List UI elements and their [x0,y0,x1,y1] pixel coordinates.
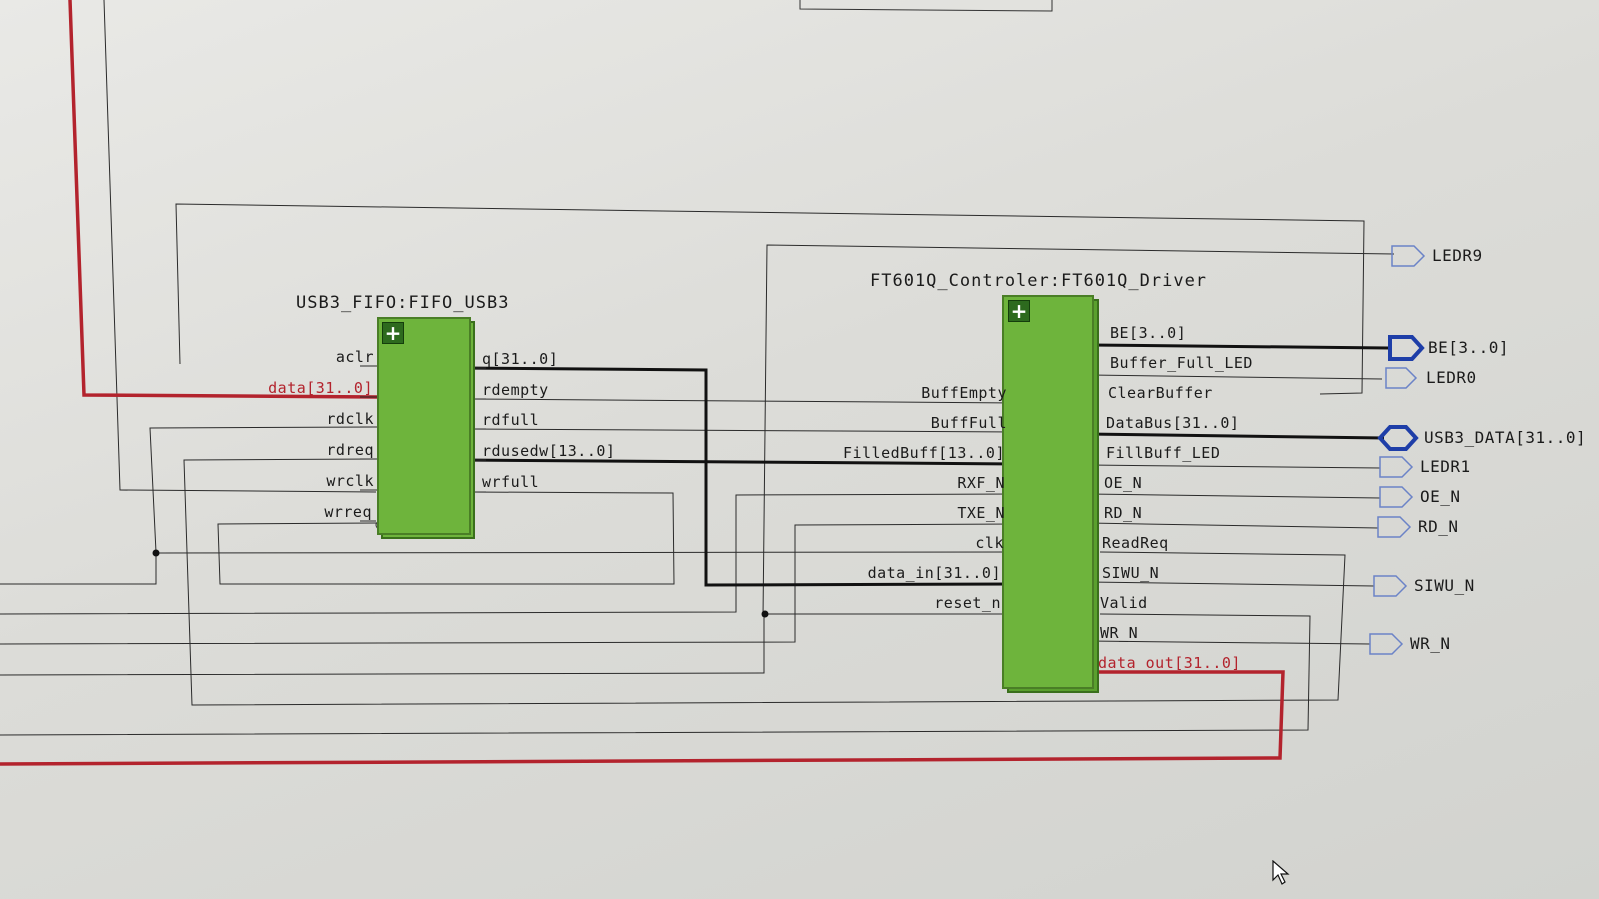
ledr9-wire[interactable] [762,244,1395,618]
fifo-port-aclr: aclr [335,348,374,366]
output-pin-ledr9[interactable] [1391,245,1426,267]
wr-n-wire[interactable] [1087,640,1371,645]
rdclk-wire[interactable] [149,426,377,553]
fifo-block-face[interactable] [377,317,471,535]
rd-n-wire[interactable] [1087,522,1379,529]
q-bus-wire[interactable] [459,366,1021,587]
driver-port-buffempty: BuffEmpty [921,384,1007,402]
fifo-port-data: data[31..0] [268,379,373,397]
driver-port-siwu-n: SIWU_N [1102,564,1160,582]
pin-label-ledr0: LEDR0 [1426,368,1477,387]
driver-port-filledbuff: FilledBuff[13..0] [842,444,1005,462]
driver-port-databus: DataBus[31..0] [1106,414,1240,432]
wrreq-wrfull-wire[interactable] [217,491,675,585]
driver-port-buffer-full-led: Buffer_Full_LED [1110,354,1253,372]
output-pin-ledr1[interactable] [1379,456,1414,478]
fifo-block-title: USB3_FIFO:FIFO_USB3 [296,293,510,313]
fifo-port-wrreq: wrreq [324,503,372,521]
rxf-n-wire[interactable] [0,493,1023,615]
fifo-port-rdreq: rdreq [326,441,374,459]
output-pin-wr-n[interactable] [1369,633,1404,655]
pin-label-oe-n: OE_N [1420,487,1461,506]
fifo-port-wrfull: wrfull [482,473,540,491]
driver-block-face[interactable] [1002,295,1094,689]
rdfull-wire[interactable] [469,428,1023,433]
readreq-rdreq-wire[interactable] [183,458,1346,706]
driver-port-clearbuffer: ClearBuffer [1108,384,1213,402]
pin-label-usb3-data: USB3_DATA[31..0] [1424,428,1587,447]
driver-port-rxf-n: RXF_N [957,474,1005,492]
output-pin-be[interactable] [1388,335,1425,361]
output-pin-siwu-n[interactable] [1373,575,1408,597]
driver-port-clk: clk [975,534,1004,552]
be-bus-wire[interactable] [1089,343,1389,350]
fifo-port-rdclk: rdclk [326,410,374,428]
fifo-port-rdusedw: rdusedw[13..0] [482,442,616,460]
driver-port-reset-n: reset_n [934,594,1001,612]
databus-bus-wire[interactable] [1085,432,1385,440]
wrclk-wire[interactable] [103,0,377,493]
fifo-port-wrclk: wrclk [326,472,374,490]
pin-label-ledr9: LEDR9 [1432,246,1483,265]
driver-port-oe-n: OE_N [1104,474,1143,492]
valid-wire[interactable] [0,613,1311,736]
pin-label-siwu-n: SIWU_N [1414,576,1475,595]
rdempty-wire[interactable] [469,398,1023,404]
plus-icon[interactable]: + [382,322,404,344]
rdusedw-bus-wire[interactable] [459,458,1025,466]
fifo-port-rdfull: rdfull [482,411,540,429]
data-out-red-wire[interactable] [0,670,1285,766]
aclr-feedback-wire[interactable] [175,203,1365,395]
driver-port-data-out: data_out[31..0] [1098,654,1241,672]
junction-dot [761,610,769,618]
output-pin-rd-n[interactable] [1377,516,1412,538]
fifo-port-q: q[31..0] [482,350,559,368]
pin-label-wr-n: WR_N [1410,634,1451,653]
driver-port-readreq: ReadReq [1102,534,1169,552]
driver-port-valid: Valid [1100,594,1148,612]
plus-icon[interactable]: + [1008,300,1030,322]
siwu-n-wire[interactable] [1087,581,1375,587]
reset-n-wire[interactable] [0,613,1016,676]
driver-port-data-in: data_in[31..0] [867,564,1001,582]
pin-label-ledr1: LEDR1 [1420,457,1471,476]
driver-block-title: FT601Q_Controler:FT601Q_Driver [870,271,1208,291]
fifo-port-rdempty: rdempty [482,381,549,399]
partial-block-outline [799,0,1053,12]
data-in-red-wire[interactable] [68,0,379,399]
pin-label-be: BE[3..0] [1428,338,1510,357]
bidir-pin-usb3-data[interactable] [1377,425,1419,451]
buffer-full-led-wire[interactable] [1089,374,1383,380]
mouse-cursor-icon [1272,860,1290,885]
fillbuff-led-wire[interactable] [1087,464,1381,469]
driver-port-fillbuff-led: FillBuff_LED [1106,444,1221,462]
output-pin-ledr0[interactable] [1385,367,1418,389]
pin-label-rd-n: RD_N [1418,517,1459,536]
driver-port-be: BE[3..0] [1110,324,1187,342]
clk-wire[interactable] [0,551,1023,585]
driver-port-rd-n: RD_N [1104,504,1143,522]
driver-port-txe-n: TXE_N [957,504,1005,522]
output-pin-oe-n[interactable] [1379,486,1414,508]
driver-port-wr-n: WR_N [1100,624,1139,642]
driver-port-bufffull: BuffFull [930,414,1007,432]
oe-n-wire[interactable] [1087,493,1381,499]
junction-dot [152,549,160,557]
